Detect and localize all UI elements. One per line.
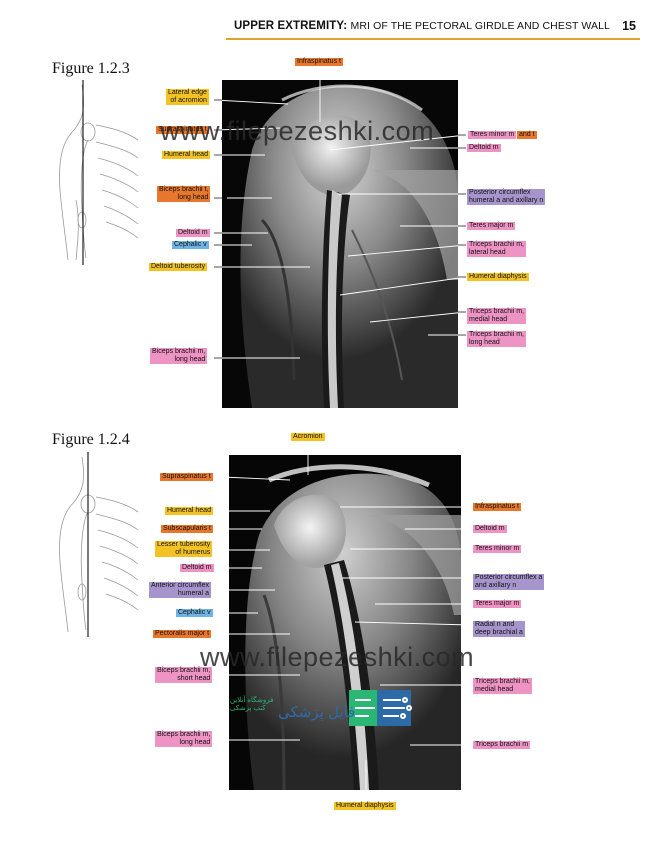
label-supraspinatus-tendon-1: Supraspinatus t: [156, 126, 209, 134]
header-rule: [226, 38, 640, 40]
label-triceps-long-head-1: Triceps brachii m, long head: [467, 331, 526, 347]
mri-render-2: [229, 455, 461, 790]
label-biceps-long-head-muscle-2: Biceps brachii m, long head: [155, 731, 213, 747]
label-teres-minor-2: Teres minor m: [473, 545, 522, 553]
label-teres-major-1: Teres major m: [467, 222, 516, 230]
label-lesser-tuberosity: Lesser tuberosity of humerus: [155, 541, 213, 557]
label-cephalic-vein-1: Cephalic v: [172, 241, 209, 249]
label-triceps-brachii: Triceps brachii m: [473, 741, 531, 749]
label-biceps-long-head-tendon-1: Biceps brachii t, long head: [157, 186, 211, 202]
label-anterior-circumflex: Anterior circumflex humeral a: [149, 582, 211, 598]
mri-image-2: [229, 455, 461, 790]
running-title: UPPER EXTREMITY: MRI OF THE PECTORAL GIR…: [234, 20, 610, 32]
page-number: 15: [622, 19, 636, 33]
label-deltoid-tuberosity: Deltoid tuberosity: [149, 263, 208, 271]
figure-label-1: Figure 1.2.3: [52, 60, 130, 77]
label-pectoralis-major-tendon: Pectoralis major t: [153, 630, 212, 638]
running-title-rest: MRI OF THE PECTORAL GIRDLE AND CHEST WAL…: [350, 20, 610, 32]
label-infraspinatus-tendon-2: Infraspinatus t: [473, 503, 521, 511]
label-subscapularis-tendon: Subscapularis t: [161, 525, 213, 533]
label-deltoid-2a: Deltoid m: [180, 564, 214, 572]
label-biceps-long-head-muscle-1: Biceps brachii m, long head: [150, 348, 208, 364]
label-humeral-head-2: Humeral head: [165, 507, 213, 515]
label-teres-minor-1: Teres minor m: [468, 131, 517, 139]
label-radial-nerve: Radial n and deep brachial a: [473, 621, 525, 637]
orientation-sketch-2: [59, 452, 139, 637]
label-teres-major-2: Teres major m: [473, 600, 522, 608]
label-triceps-medial-head-1: Triceps brachii m, medial head: [467, 308, 526, 324]
label-humeral-diaphysis-2: Humeral diaphysis: [334, 802, 396, 810]
label-cephalic-vein-2: Cephalic v: [176, 609, 213, 617]
watermark-url-2: www.filepezeshki.com: [200, 642, 475, 672]
label-lateral-edge-acromion: Lateral edge of acromion: [166, 89, 209, 105]
label-deltoid-2b: Deltoid m: [473, 525, 507, 533]
label-teres-minor-tendon-1: and t: [517, 131, 537, 139]
label-deltoid-1b: Deltoid m: [467, 144, 501, 152]
figure-label-2: Figure 1.2.4: [52, 431, 130, 448]
label-acromion: Acromion: [291, 433, 325, 441]
label-humeral-head-1: Humeral head: [162, 151, 210, 159]
orientation-sketch-1: [59, 80, 139, 265]
label-biceps-short-head: Biceps brachii m, short head: [155, 667, 213, 683]
watermark-logo-subtext: فروشگاه آنلاین کتب پزشکی: [230, 697, 274, 712]
watermark-logo-icon: [349, 690, 412, 726]
label-triceps-lateral-head: Triceps brachii m, lateral head: [467, 241, 526, 257]
watermark-logo-text: فایل پزشکی: [278, 704, 356, 721]
running-header: UPPER EXTREMITY: MRI OF THE PECTORAL GIR…: [0, 18, 658, 40]
label-triceps-medial-head-2: Triceps brachii m, medial head: [473, 678, 532, 694]
label-humeral-diaphysis-1: Humeral diaphysis: [467, 273, 529, 281]
label-supraspinatus-tendon-2: Supraspinatus t: [160, 473, 213, 481]
label-posterior-circumflex-2: Posterior circumflex a and axillary n: [473, 574, 545, 590]
label-deltoid-1a: Deltoid m: [176, 229, 210, 237]
watermark-url-1: www.filepezeshki.com: [160, 116, 435, 146]
label-posterior-circumflex-1: Posterior circumflex humeral a and axill…: [467, 189, 546, 205]
label-infraspinatus-tendon-1: Infraspinatus t: [295, 58, 343, 66]
running-title-bold: UPPER EXTREMITY:: [234, 20, 348, 32]
